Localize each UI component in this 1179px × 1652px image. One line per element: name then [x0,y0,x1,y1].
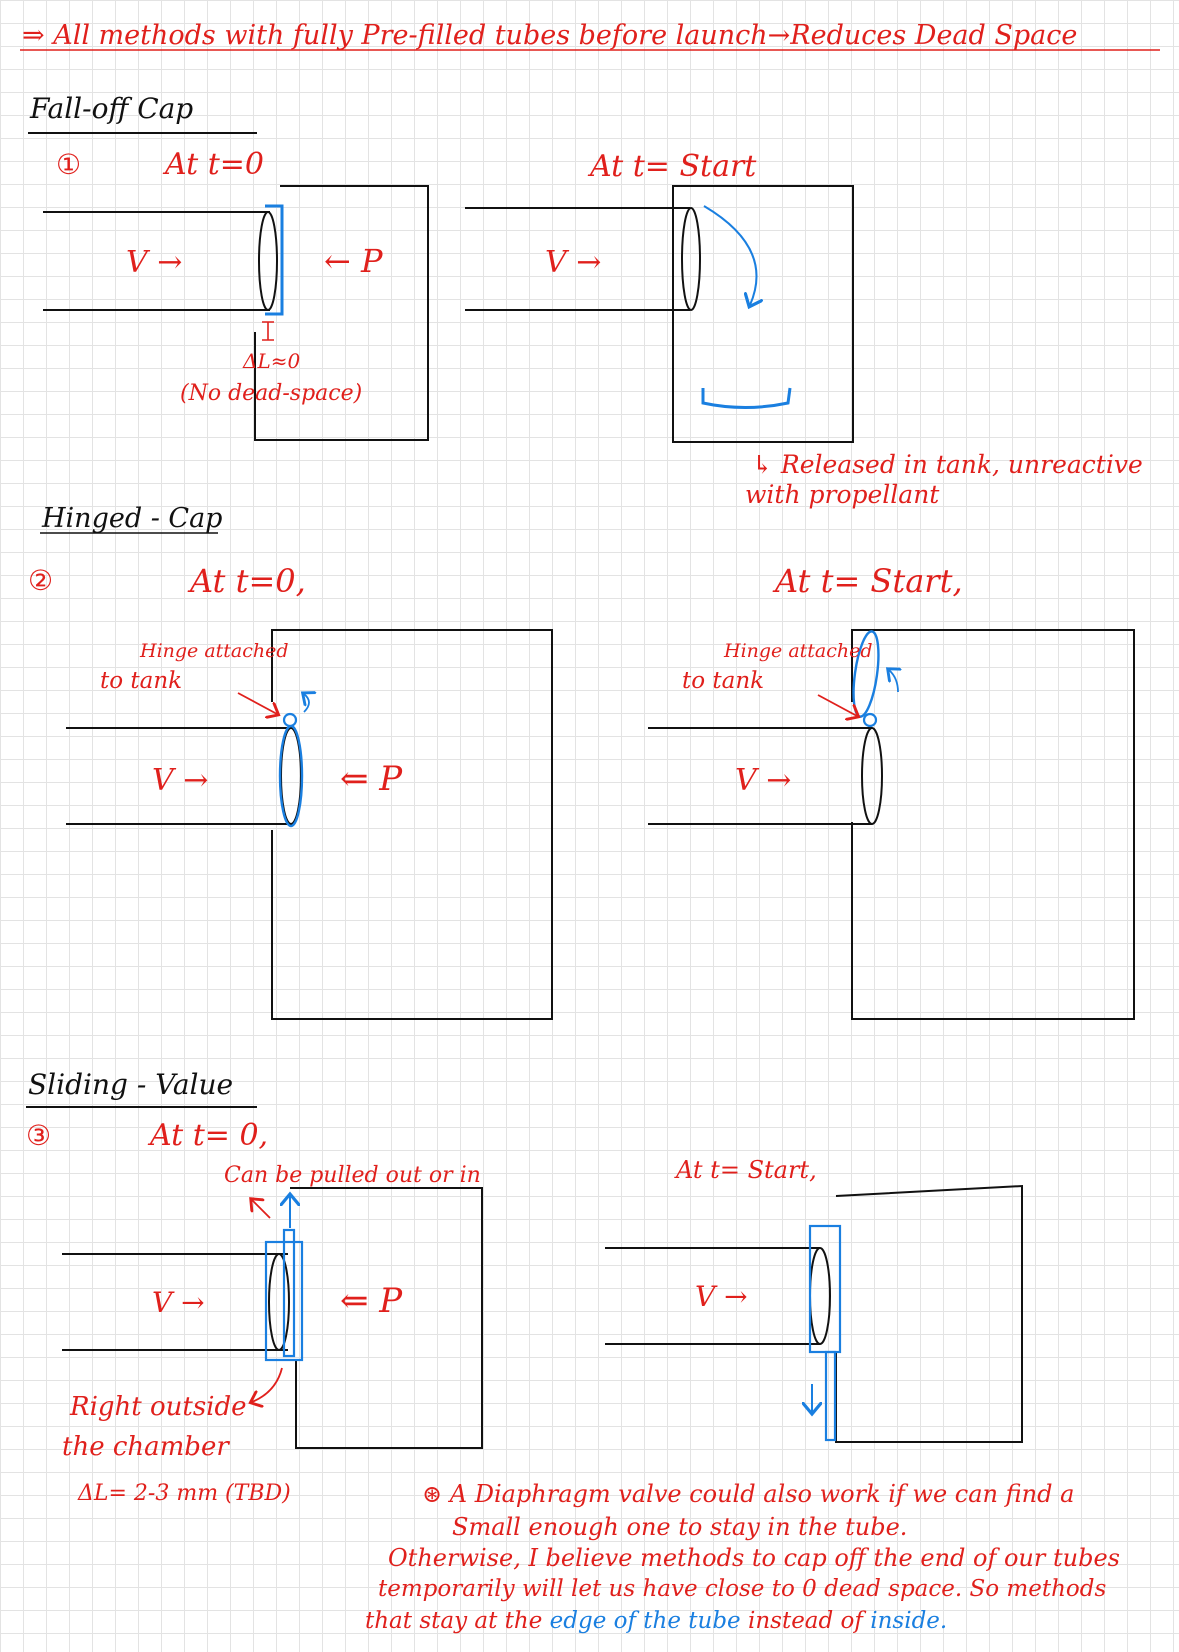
hinge-right-label-line2: to tank [682,668,764,694]
hinged-t0-label: At t=0, [187,562,306,600]
sliding-tstart-diagram [605,1184,1023,1443]
hinge-pointer-arrow [237,692,277,714]
hinged-velocity-left: V → [152,763,208,798]
sliding-pressure: ⇐ P [340,1281,403,1321]
fall-off-no-dead: (No dead-space) [180,381,362,406]
sliding-tstart-label: At t= Start, [674,1156,817,1184]
hinged-tstart-label: At t= Start, [772,562,963,600]
hinged-tstart-diagram [648,629,1135,1020]
hinged-pressure: ⇐ P [340,759,403,799]
sliding-dl: ΔL= 2-3 mm (TBD) [77,1481,291,1506]
fall-off-cap [265,204,284,316]
note-line2-c: . [900,1513,908,1541]
released-note-line2: with propellant [745,480,940,509]
tank-outline [290,1187,483,1449]
tank-outline [851,629,1135,1020]
tank-outline [271,629,553,1020]
hinge-label-line1: Hinge attached [139,640,289,662]
tube-opening [681,207,701,311]
released-cap [701,387,792,409]
hinge-label-line2: to tank [100,668,182,694]
fall-off-title: Fall-off Cap [29,92,193,125]
note-line4: temporarily will let us have close to 0 … [378,1576,1106,1602]
fall-off-velocity-left: V → [126,245,182,280]
hinge-rotation-arrow [304,694,309,713]
hinge-open-arrow [889,670,898,693]
hinged-cap-closed [278,724,304,828]
tube-opening [258,211,278,311]
hinge-joint [862,712,878,728]
fall-off-t0-label: At t=0 [162,147,264,182]
sliding-valve-blade [824,1350,837,1442]
fall-off-t0-diagram [43,185,429,441]
outside-pointer [252,1367,283,1402]
tank-outline [835,1184,1023,1443]
fall-off-tstart-diagram [465,185,854,443]
note-line3: Otherwise, I believe methods to cap off … [388,1544,1120,1572]
hinge-right-label-line1: Hinge attached [723,640,873,662]
note-line2: Small enough one to stay in the tube. [452,1513,907,1541]
fall-off-dl: ΔL≈0 [242,349,300,373]
hinged-title: Hinged - Cap [41,503,222,534]
note-line2-a: Small enough one to stay [452,1513,767,1541]
released-note-line1: ↳ Released in tank, unreactive [752,450,1143,479]
hinge-right-pointer-arrow [817,694,857,716]
hinged-number: ② [28,564,53,597]
note-line2-b: in the tube [767,1513,899,1541]
note-line5-b: edge of the tube [550,1608,741,1634]
header-note: ⇒ All methods with fully Pre-filled tube… [22,20,1077,51]
cap-fall-arrow [703,205,757,305]
sliding-title: Sliding - Value [28,1068,233,1101]
note-line5: that stay at the edge of the tube instea… [365,1608,947,1634]
outside-note-line1: Right outside [69,1392,247,1422]
tube-opening [861,727,883,825]
note-line5-d: inside. [870,1608,947,1634]
tube-opening [268,1253,290,1351]
hinge-joint [282,712,298,728]
outside-note-line2: the chamber [62,1432,230,1462]
fall-off-tstart-label: At t= Start [587,149,757,184]
tube-opening [809,1247,831,1345]
sliding-t0-label: At t= 0, [147,1118,268,1153]
fall-off-velocity-right: V → [545,245,601,280]
pull-note-pointer [252,1200,271,1219]
hinged-velocity-right: V → [735,763,791,798]
sliding-valve-blade [282,1228,296,1358]
note-line5-c: instead of [741,1608,871,1634]
sliding-t0-diagram [62,1187,483,1449]
note-line5-a: that stay at the [365,1608,550,1634]
tank-outline [254,185,429,441]
sliding-velocity-left: V → [152,1286,205,1319]
note-line1: ⊛ A Diaphragm valve could also work if w… [422,1480,1074,1508]
sliding-velocity-right: V → [695,1280,748,1313]
dl-indicator [262,321,274,341]
tank-outline [672,185,854,443]
fall-off-pressure: ← P [324,242,383,280]
sliding-number: ③ [26,1119,51,1152]
sliding-pulled-note: Can be pulled out or in [224,1163,481,1188]
fall-off-number: ① [56,148,81,181]
